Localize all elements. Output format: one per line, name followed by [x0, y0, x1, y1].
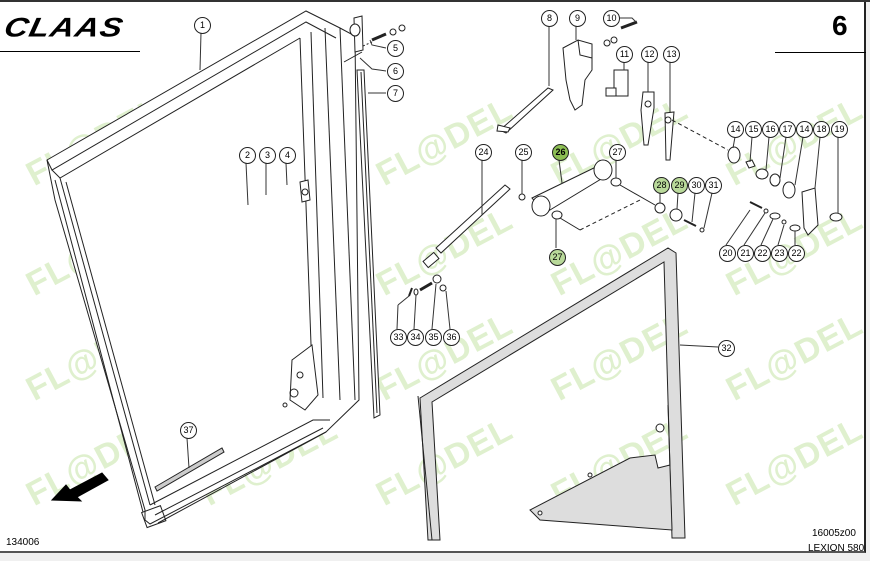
part-callout-32[interactable]: 32	[718, 340, 735, 357]
seal-part-7	[356, 69, 381, 419]
arm-part-13	[664, 111, 675, 161]
part-callout-25[interactable]: 25	[515, 144, 532, 161]
part-callout-8[interactable]: 8	[541, 10, 558, 27]
screw-part-5	[362, 24, 406, 47]
latch-part-11	[605, 69, 629, 97]
lever-part-12	[640, 91, 655, 146]
cover-part-9	[562, 39, 593, 111]
part-callout-33[interactable]: 33	[390, 329, 407, 346]
handle-part-26	[531, 159, 613, 217]
page-number-underline	[775, 52, 866, 53]
part-callout-27[interactable]: 27	[609, 144, 626, 161]
part-callout-15[interactable]: 15	[745, 121, 762, 138]
screw-part-10	[603, 20, 638, 47]
part-callout-27[interactable]: 27	[549, 249, 566, 266]
hinge-part-6	[343, 15, 364, 63]
part-callout-24[interactable]: 24	[475, 144, 492, 161]
part-callout-37[interactable]: 37	[180, 422, 197, 439]
part-callout-14[interactable]: 14	[727, 121, 744, 138]
part-callout-16[interactable]: 16	[762, 121, 779, 138]
washer-part-27b	[551, 210, 563, 220]
reference-code: 16005z00	[812, 528, 856, 539]
part-callout-4[interactable]: 4	[279, 147, 296, 164]
top-border	[0, 0, 870, 2]
part-callout-11[interactable]: 11	[616, 46, 633, 63]
glass-pane-part-32	[417, 247, 686, 541]
part-callout-6[interactable]: 6	[387, 63, 404, 80]
part-callout-31[interactable]: 31	[705, 177, 722, 194]
clevis-parts	[408, 274, 447, 297]
logo-underline	[0, 51, 140, 52]
part-callout-9[interactable]: 9	[569, 10, 586, 27]
rod-part-8	[496, 87, 554, 134]
direction-arrow-icon	[50, 472, 109, 502]
part-callout-5[interactable]: 5	[387, 40, 404, 57]
part-callout-19[interactable]: 19	[831, 121, 848, 138]
part-callout-18[interactable]: 18	[813, 121, 830, 138]
part-callout-7[interactable]: 7	[387, 85, 404, 102]
part-callout-28[interactable]: 28	[653, 177, 670, 194]
door-frame-part-1	[46, 10, 360, 529]
part-callout-34[interactable]: 34	[407, 329, 424, 346]
leader-lines	[186, 17, 839, 469]
part-callout-35[interactable]: 35	[425, 329, 442, 346]
drawing-id: 134006	[6, 537, 40, 548]
part-callout-1[interactable]: 1	[194, 17, 211, 34]
bolt-part-30	[683, 219, 697, 227]
part-callout-23[interactable]: 23	[771, 245, 788, 262]
handle-hardware	[727, 146, 843, 236]
part-callout-22[interactable]: 22	[788, 245, 805, 262]
part-callout-21[interactable]: 21	[737, 245, 754, 262]
part-callout-22[interactable]: 22	[754, 245, 771, 262]
part-callout-3[interactable]: 3	[259, 147, 276, 164]
washer-part-27	[610, 177, 622, 187]
model-label: LEXION 580	[808, 543, 865, 554]
ring-part-31	[699, 227, 705, 233]
part-callout-26[interactable]: 26	[552, 144, 569, 161]
part-callout-12[interactable]: 12	[641, 46, 658, 63]
washer-part-28	[654, 202, 666, 214]
part-callout-36[interactable]: 36	[443, 329, 460, 346]
page-number: 6	[832, 10, 848, 41]
small-fasteners-20-23	[749, 201, 801, 232]
gas-strut-part-24	[422, 184, 511, 269]
part-callout-30[interactable]: 30	[688, 177, 705, 194]
bushing-part-29	[669, 208, 683, 222]
part-callout-10[interactable]: 10	[603, 10, 620, 27]
part-callout-14[interactable]: 14	[796, 121, 813, 138]
part-callout-13[interactable]: 13	[663, 46, 680, 63]
seal-strip-part-37	[154, 447, 225, 492]
part-callout-29[interactable]: 29	[671, 177, 688, 194]
part-callout-17[interactable]: 17	[779, 121, 796, 138]
nut-part-25	[518, 193, 526, 201]
part-callout-20[interactable]: 20	[719, 245, 736, 262]
part-callout-2[interactable]: 2	[239, 147, 256, 164]
